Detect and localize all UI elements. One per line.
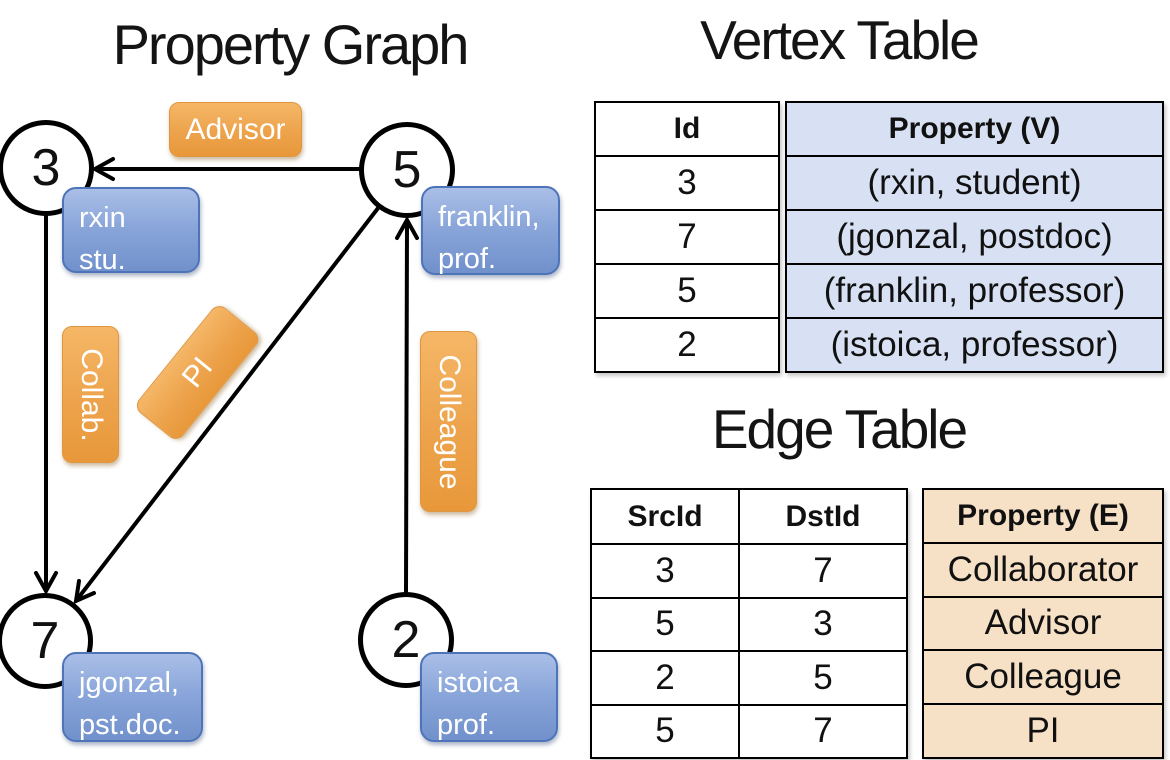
edge-table-dstid-cell: 7 [740,543,906,596]
edge-table-srcid-cell: 2 [592,650,740,704]
edge-label-collab: Collab. [62,326,119,463]
edge-table-srcid-cell: 5 [592,596,740,651]
property-graph-title: Property Graph [112,13,470,76]
vertex-table-id-column: Id 3 7 5 2 [594,101,780,373]
edge-table-property-cell: Collaborator [924,541,1162,596]
edge-label-colleague: Colleague [420,331,477,512]
vertex-table-id-cell: 2 [596,317,778,371]
edge-table-dstid-cell: 5 [740,650,906,703]
edge-table-property-cell: PI [924,703,1162,757]
vertex-table-id-cell: 3 [596,155,778,209]
vertex-prop-line1: franklin, [438,201,540,233]
vertex-property-box-franklin: franklin, prof. [421,186,560,275]
node-5-id: 5 [392,141,422,199]
edge-table-title: Edge Table [711,398,968,460]
arrowhead-collab [34,571,58,596]
vertex-table-id-cell: 7 [596,209,778,263]
edge-table-header-srcid: SrcId [592,490,740,544]
graph-node-7: 7 [0,593,93,689]
edge-label-pi: PI [132,302,263,443]
edge-line-colleague [404,221,409,594]
vertex-table-property-cell: (rxin, student) [787,155,1162,209]
vertex-table-property-column: Property (V) (rxin, student) (jgonzal, p… [785,101,1164,373]
vertex-prop-line1: rxin [79,202,126,234]
vertex-property-box-istoica: istoica prof. [420,652,558,742]
graph-node-3: 3 [0,120,94,216]
edge-table-dstid-cell: 7 [740,703,906,757]
edge-table-header-dstid: DstId [785,499,861,533]
vertex-table-header-id: Id [673,112,701,145]
edge-table-property-cell: Advisor [924,595,1162,650]
edge-label-advisor: Advisor [169,102,302,157]
vertex-prop-line2: prof. [438,243,497,276]
vertex-prop-line2: stu. [79,244,126,277]
vertex-property-box-rxin: rxin stu. [62,187,200,276]
arrowhead-pi [73,579,96,605]
vertex-property-box-jgonzal: jgonzal, pst.doc. [62,652,203,742]
arrowhead-colleague [395,215,419,240]
arrowhead-advisor [90,157,115,181]
vertex-table-property-cell: (jgonzal, postdoc) [787,209,1162,263]
edge-table-src-dst-columns: SrcId DstId 3 7 5 3 2 5 5 7 [590,488,908,759]
edge-table-srcid-cell: 5 [592,703,740,757]
vertex-table-header-property: Property (V) [787,103,1162,155]
vertex-prop-line1: jgonzal, [79,667,179,699]
edge-table-property-column: Property (E) Collaborator Advisor Collea… [922,488,1164,759]
vertex-prop-line2: pst.doc. [79,709,181,742]
vertex-prop-line2: prof. [437,709,496,742]
edge-label-pi-text: PI [175,350,219,394]
edge-label-collab-text: Collab. [74,347,108,442]
vertex-prop-line1: istoica [437,667,520,699]
edge-table-property-cell: Colleague [924,649,1162,704]
vertex-table-property-cell: (franklin, professor) [787,263,1162,317]
node-2-id: 2 [391,611,421,669]
edge-label-colleague-text: Colleague [432,353,466,490]
edge-label-advisor-text: Advisor [185,112,286,146]
edge-table-dstid-cell: 3 [740,596,906,650]
vertex-table-property-cell: (istoica, professor) [787,317,1162,371]
edge-table-header-property: Property (E) [924,490,1162,542]
edge-table-srcid-cell: 3 [592,543,740,597]
vertex-table-id-cell: 5 [596,263,778,317]
vertex-table-title: Vertex Table [700,9,980,71]
node-7-id: 7 [30,612,60,670]
node-3-id: 3 [31,139,61,197]
